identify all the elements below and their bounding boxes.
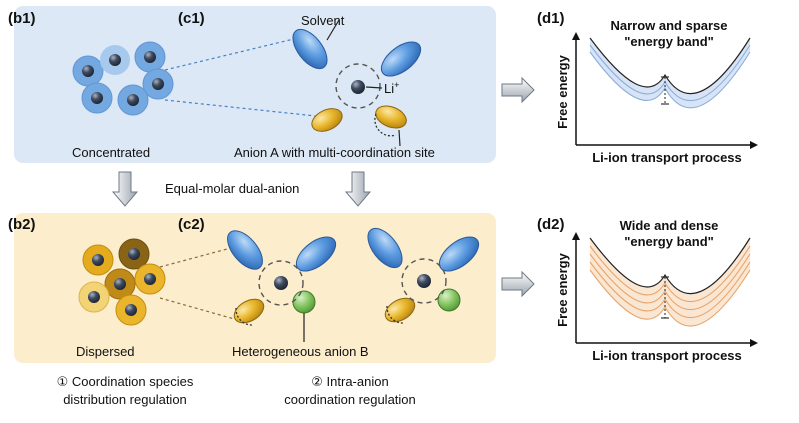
- zoom-line-bottom-lower: [159, 297, 246, 323]
- graph1-title-line1: Narrow and sparse: [610, 18, 727, 33]
- dual-anion-label: Equal-molar dual-anion: [165, 181, 299, 196]
- li-ion-label: Li+: [384, 80, 399, 96]
- energy-curve-bottom-4: [589, 261, 751, 319]
- zoom-line-top-lower: [164, 99, 326, 118]
- dispersed-cluster: [78, 238, 166, 326]
- label-d1: (d1): [537, 10, 565, 27]
- thick-down-arrow-icon: [111, 171, 139, 207]
- zoom-line-bottom-upper: [159, 244, 243, 268]
- graph2-title-line2: "energy band": [624, 234, 714, 249]
- graph2-title-line1: Wide and dense: [620, 218, 719, 233]
- concentrated-label: Concentrated: [72, 145, 150, 160]
- graph1-ylabel: Free energy: [555, 54, 570, 128]
- energy-curve-bottom-2: [589, 245, 751, 303]
- solvent-label: Solvent: [301, 13, 345, 28]
- graph2-xlabel: Li-ion transport process: [592, 348, 742, 363]
- label-c1: (c1): [178, 10, 205, 27]
- caption-one-line1: ① Coordination species: [57, 374, 194, 389]
- thick-right-arrow-icon: [501, 76, 535, 104]
- anion-b-label: Heterogeneous anion B: [232, 344, 369, 359]
- energy-curve-top-3: [589, 51, 751, 109]
- energy-curve-top-1: [589, 37, 751, 95]
- label-d2: (d2): [537, 216, 565, 233]
- solvation-structure-b-left: [227, 230, 337, 342]
- dispersed-label: Dispersed: [76, 344, 135, 359]
- free-energy-graph-top: [572, 32, 758, 149]
- label-b2: (b2): [8, 216, 36, 233]
- solvation-structure-a: [292, 19, 422, 147]
- free-energy-graph-bottom: [572, 232, 758, 347]
- label-c2: (c2): [178, 216, 205, 233]
- thick-right-arrow-icon: [501, 270, 535, 298]
- energy-band-fill-top: [590, 38, 750, 108]
- concentrated-cluster: [72, 41, 174, 116]
- thick-down-arrow-icon: [344, 171, 372, 207]
- caption-two-line2: coordination regulation: [284, 392, 416, 407]
- graph2-ylabel: Free energy: [555, 252, 570, 326]
- label-b1: (b1): [8, 10, 36, 27]
- graph1-xlabel: Li-ion transport process: [592, 150, 742, 165]
- anion-a-label: Anion A with multi-coordination site: [234, 145, 435, 160]
- solvation-structure-b-right: [367, 227, 480, 324]
- graph1-title-line2: "energy band": [624, 34, 714, 49]
- caption-one-line2: distribution regulation: [63, 392, 187, 407]
- energy-curve-bottom-5: [589, 269, 751, 327]
- caption-two-line1: ② Intra-anion: [311, 374, 388, 389]
- energy-curve-bottom-3: [589, 253, 751, 311]
- energy-curve-bottom-1: [589, 237, 751, 295]
